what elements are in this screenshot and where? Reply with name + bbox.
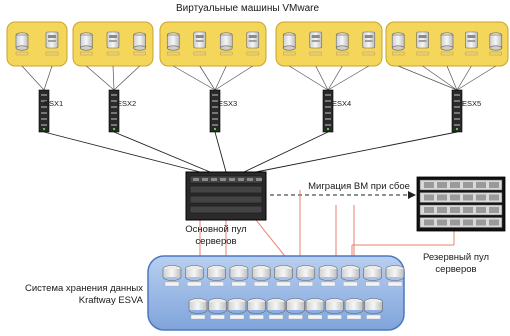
esx-host-server	[451, 89, 463, 133]
storage-disk	[286, 298, 305, 320]
esx-host-server	[108, 89, 120, 133]
reserve-unit	[419, 192, 503, 203]
vm-to-host-link	[214, 65, 227, 91]
vm-to-host-link	[173, 65, 216, 91]
vm-icon	[106, 31, 120, 56]
vm-icon	[440, 32, 454, 56]
vm-groups	[6, 21, 509, 67]
vm-to-host-link	[113, 65, 140, 91]
storage-disk	[247, 298, 266, 320]
migration-arrowhead	[408, 191, 416, 199]
storage-disk	[364, 298, 383, 320]
esx-host-server	[209, 89, 221, 133]
storage-disk	[266, 298, 286, 320]
host-to-core-link	[43, 131, 201, 173]
vm-to-host-link	[289, 65, 329, 91]
storage-disk	[188, 298, 208, 320]
host-to-core-link	[243, 131, 329, 173]
vm-to-host-link	[112, 65, 115, 91]
esx-host-server	[38, 89, 50, 133]
esx1-label: ESX1	[44, 99, 64, 108]
server-pools	[185, 171, 506, 232]
vm-icon	[416, 31, 429, 56]
vm-to-host-link	[315, 65, 329, 91]
vm-icon	[282, 32, 296, 56]
migration-label: Миграция ВМ при сбое	[308, 181, 410, 192]
storage-disk	[162, 265, 182, 287]
esx5-label: ESX5	[462, 99, 482, 108]
storage-disk	[227, 298, 247, 320]
vm-to-host-link	[398, 65, 458, 91]
storage-disk	[208, 298, 227, 320]
vm-icon	[309, 31, 323, 56]
vm-icon	[391, 32, 405, 56]
vm-to-host-link	[327, 65, 343, 91]
reserve-unit	[419, 217, 503, 228]
vm-icon	[219, 32, 233, 56]
host-to-core-link	[255, 131, 458, 173]
vm-icon	[465, 31, 478, 56]
primary-pool-server	[185, 171, 267, 221]
esx3-label: ESX3	[218, 99, 238, 108]
vm-to-host-link	[446, 65, 458, 91]
fc-link	[255, 219, 289, 261]
vm-group-esx2	[72, 21, 154, 67]
vm-group-panel	[275, 21, 383, 67]
vm-to-host-link	[456, 65, 496, 91]
vm-group-panel	[159, 21, 267, 67]
esx2-label: ESX2	[117, 99, 137, 108]
vm-to-host-link	[214, 65, 253, 91]
diagram-title: Виртуальные машины VMware	[176, 3, 320, 14]
vm-group-esx4	[275, 21, 383, 67]
storage-disk	[229, 265, 249, 287]
storage-disk	[344, 298, 364, 320]
vm-group-esx5	[385, 21, 509, 67]
storage-disk	[325, 298, 344, 320]
vm-icon	[45, 31, 59, 56]
host-to-core-link	[214, 131, 227, 173]
vm-icon	[193, 31, 207, 56]
vm-to-host-link	[327, 65, 369, 91]
storage-disk	[341, 265, 360, 287]
storage-disk	[185, 265, 204, 287]
storage-disk	[296, 265, 316, 287]
storage-disk	[318, 265, 338, 287]
esx4-label: ESX4	[332, 99, 352, 108]
vm-group-esx3	[159, 21, 267, 67]
storage-disk	[251, 265, 271, 287]
vm-to-host-link	[43, 65, 53, 91]
vm-to-host-link	[456, 65, 472, 91]
esx-host-server	[322, 89, 334, 133]
storage-disk	[305, 298, 325, 320]
storage-label: Система хранения данных Kraftway ESVA	[25, 283, 143, 306]
reserve-unit	[419, 179, 503, 191]
storage-array	[147, 255, 405, 331]
primary-pool-label: Основной пул серверов	[185, 224, 247, 247]
reserve-unit	[419, 204, 503, 216]
vm-icon	[335, 32, 349, 56]
vm-to-host-link	[21, 65, 45, 91]
network-links	[21, 65, 496, 262]
vm-icon	[362, 31, 376, 56]
vm-icon	[80, 32, 93, 56]
reserve-pool-label: Резервный пул серверов	[422, 252, 490, 275]
storage-disk	[363, 265, 383, 287]
vm-to-host-link	[422, 65, 458, 91]
vm-icon	[489, 32, 503, 56]
vm-icon	[15, 32, 29, 56]
host-to-core-link	[113, 131, 211, 173]
vm-icon	[246, 31, 260, 56]
vm-icon	[166, 32, 180, 56]
vm-group-esx1	[6, 21, 68, 67]
vm-to-host-link	[199, 65, 216, 91]
vm-to-host-link	[86, 65, 115, 91]
esx-hosts	[38, 89, 463, 133]
storage-disk	[385, 265, 405, 287]
reserve-pool-server	[416, 176, 506, 232]
storage-disk	[274, 265, 293, 287]
storage-disk	[207, 265, 226, 287]
vm-icon	[133, 32, 146, 56]
